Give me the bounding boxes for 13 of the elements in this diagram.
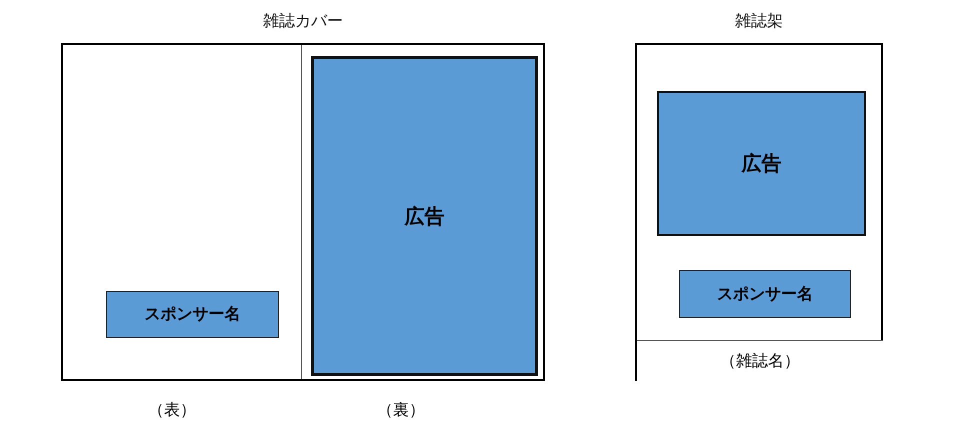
sponsor-block (106, 291, 279, 338)
magazine-name-label: （雑誌名） (720, 350, 800, 372)
ad-block (311, 56, 538, 376)
block-label: 広告 (404, 202, 444, 230)
block-label: 広告 (742, 150, 782, 177)
panel-title: 雑誌カバー (262, 11, 344, 32)
sponsor-block (679, 270, 851, 318)
side-label: （表） (148, 400, 196, 421)
side-label: （裏） (377, 400, 425, 421)
panel-title: 雑誌架 (734, 11, 784, 32)
ad-block (657, 91, 866, 236)
block-label: スポンサー名 (717, 284, 813, 304)
block-label: スポンサー名 (144, 304, 240, 325)
